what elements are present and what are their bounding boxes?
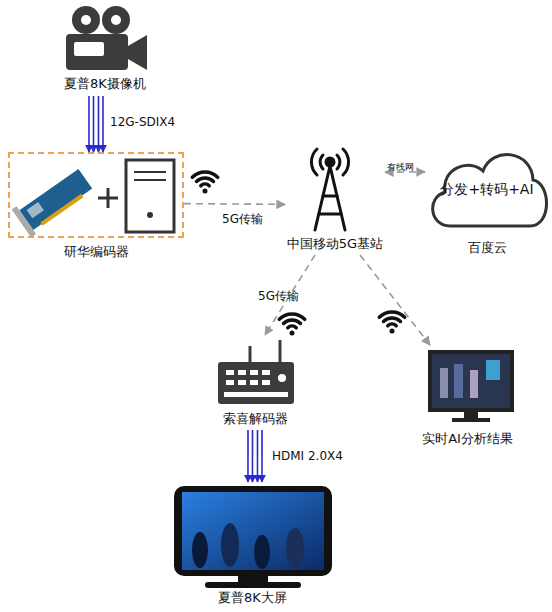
- wireless-link: [184, 203, 285, 205]
- connector-line: [184, 203, 285, 205]
- cloud-node: 分发+转码+AI百度云: [425, 140, 549, 258]
- plus-sign: [98, 188, 118, 208]
- pc-tower: [126, 160, 174, 232]
- cable-bundle: [248, 430, 262, 482]
- node-label: 实时AI分析结果: [375, 431, 552, 447]
- connector-line: [88, 96, 90, 152]
- screen-node: 夏普8K大屏: [170, 482, 335, 610]
- wifi-symbol: [379, 312, 404, 333]
- connector-line: [257, 430, 259, 482]
- connector-label: 有线网: [387, 160, 414, 174]
- monitor-icon: [428, 350, 514, 422]
- decoder-icon: [218, 340, 294, 404]
- node-caption: 百度云: [395, 240, 552, 256]
- capture-card: [12, 165, 95, 238]
- monitor-node: 实时AI分析结果: [405, 345, 530, 450]
- wifi-symbol: [192, 172, 217, 193]
- connector-label: 5G传输: [258, 289, 299, 303]
- decoder-node: 索喜解码器: [205, 335, 305, 430]
- base-station-node: 中国移动5G基站: [285, 140, 385, 255]
- camera-icon: [66, 6, 147, 70]
- connector-label: 12G-SDIX4: [110, 115, 175, 129]
- camera-node: 夏普8K摄像机: [55, 0, 155, 96]
- node-label: 中国移动5G基站: [255, 236, 415, 252]
- connector-line: [261, 430, 263, 482]
- cable-bundle: [89, 96, 103, 152]
- connector-line: [102, 96, 104, 152]
- connector-line: [93, 96, 95, 152]
- node-label: 分发+转码+AI: [395, 181, 552, 197]
- connector-label: 5G传输: [222, 212, 263, 226]
- node-label: 索喜解码器: [175, 411, 335, 427]
- connector-line: [98, 96, 100, 152]
- connector-label: HDMI 2.0X4: [272, 449, 343, 463]
- connector-line: [360, 255, 430, 345]
- wifi-symbol: [279, 314, 304, 335]
- node-label: 夏普8K摄像机: [25, 76, 185, 92]
- connector-line: [247, 430, 249, 482]
- wireless-link: [360, 255, 430, 345]
- encoder-group: 研华编码器: [8, 152, 184, 238]
- node-label: 夏普8K大屏: [140, 590, 365, 606]
- node-label: 研华编码器: [0, 244, 212, 260]
- connector-line: [252, 430, 254, 482]
- antenna-tower: [311, 149, 348, 230]
- big-screen-icon: [174, 486, 332, 588]
